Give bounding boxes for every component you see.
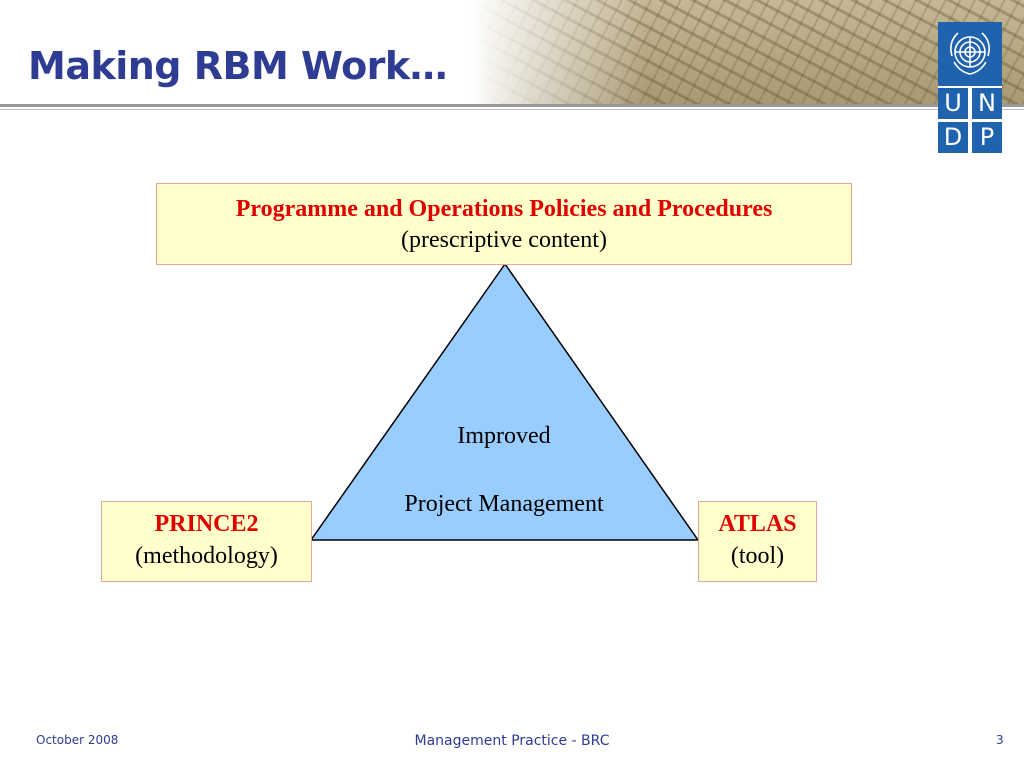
policies-procedures-subtext: (prescriptive content) xyxy=(401,227,607,253)
atlas-heading: ATLAS xyxy=(718,511,797,537)
triangle-label-project-management: Project Management xyxy=(404,491,604,517)
logo-letter-u: U xyxy=(938,88,968,119)
logo-letter-n: N xyxy=(972,88,1002,119)
undp-logo: U N D P xyxy=(938,22,1002,154)
header-divider xyxy=(0,104,1024,107)
page-number: 3 xyxy=(996,733,1004,747)
logo-letter-d: D xyxy=(938,122,968,153)
policies-procedures-box: Programme and Operations Policies and Pr… xyxy=(156,183,852,265)
un-emblem-icon xyxy=(938,22,1002,86)
triangle-label-improved: Improved xyxy=(457,423,551,449)
project-management-triangle xyxy=(309,262,700,541)
policies-procedures-heading: Programme and Operations Policies and Pr… xyxy=(235,196,773,222)
atlas-subtext: (tool) xyxy=(730,543,785,569)
slide-title: Making RBM Work… xyxy=(28,44,448,88)
atlas-box: ATLAS (tool) xyxy=(698,501,817,582)
footer-title: Management Practice - BRC xyxy=(414,733,610,749)
header-banner-photo xyxy=(470,0,1024,104)
footer-date: October 2008 xyxy=(36,733,119,747)
prince2-subtext: (methodology) xyxy=(135,543,278,569)
prince2-box: PRINCE2 (methodology) xyxy=(101,501,312,582)
prince2-heading: PRINCE2 xyxy=(154,511,259,537)
header-divider-thin xyxy=(0,109,1024,110)
logo-letter-p: P xyxy=(972,122,1002,153)
